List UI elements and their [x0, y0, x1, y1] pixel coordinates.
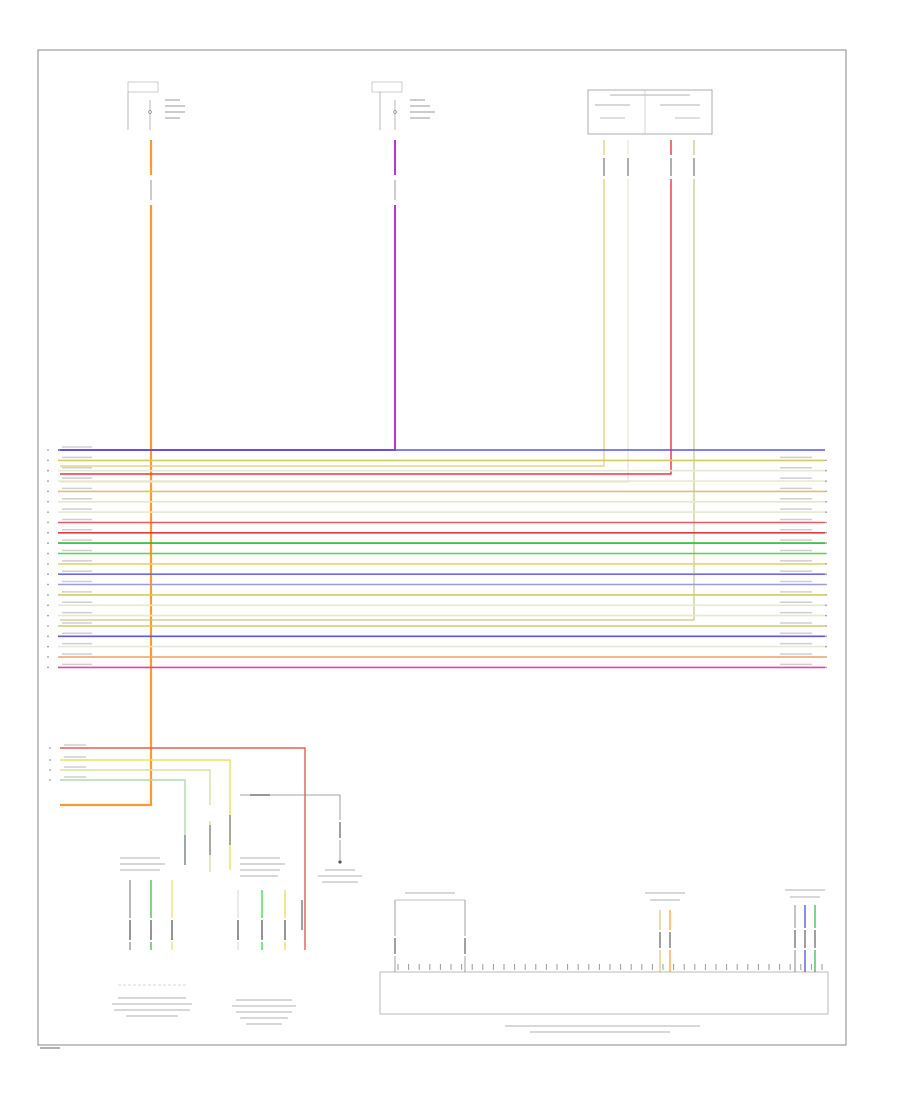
- tr-wire-4: [60, 140, 695, 621]
- top-right-connector: [587, 89, 713, 135]
- fuse-middle-wire: [60, 140, 396, 451]
- bus-wire: [47, 570, 827, 576]
- bus-wire: [47, 611, 827, 617]
- bus-wire: [47, 456, 827, 462]
- bus-wire: [47, 508, 827, 513]
- bus-wire: [47, 591, 827, 596]
- bus-wire: [47, 642, 827, 648]
- fuse-block-left: [127, 81, 185, 130]
- lower-wire-group: [49, 744, 306, 950]
- bus-wire: [47, 663, 827, 669]
- fuse-block-middle: [371, 81, 435, 130]
- bus-wire: [47, 539, 827, 544]
- bottom-module: [379, 889, 829, 1033]
- bus-wire: [47, 477, 827, 482]
- tr-wire-2: [60, 140, 629, 483]
- bus-wire: [47, 560, 827, 565]
- tr-wire-1: [60, 140, 605, 467]
- wire-bus: [47, 446, 827, 669]
- bus-wire: [47, 622, 827, 627]
- bus-wire: [47, 498, 827, 503]
- left-lower-connector: [112, 857, 192, 1017]
- ground-point: [240, 794, 362, 883]
- module-pins: [397, 964, 823, 970]
- lower-wire: [49, 756, 231, 870]
- tr-wire-3: [60, 140, 672, 475]
- lower-wire: [49, 766, 211, 872]
- bus-wire: [47, 653, 827, 658]
- tr-pin-labels: [601, 155, 697, 179]
- bus-wire: [47, 466, 827, 472]
- bus-wire: [47, 601, 827, 607]
- lower-wire: [49, 776, 186, 865]
- bus-wire: [47, 446, 825, 451]
- middle-lower-connector: [232, 857, 296, 1025]
- diagram-frame: [37, 49, 847, 1046]
- lower-wire: [49, 744, 306, 950]
- bus-wire: [47, 632, 827, 638]
- fuse-left-wire: [60, 140, 153, 807]
- bus-wire: [47, 518, 827, 524]
- bus-wire: [47, 580, 827, 586]
- bus-wire: [47, 529, 827, 534]
- bus-wire: [47, 549, 827, 555]
- bus-wire: [47, 487, 827, 493]
